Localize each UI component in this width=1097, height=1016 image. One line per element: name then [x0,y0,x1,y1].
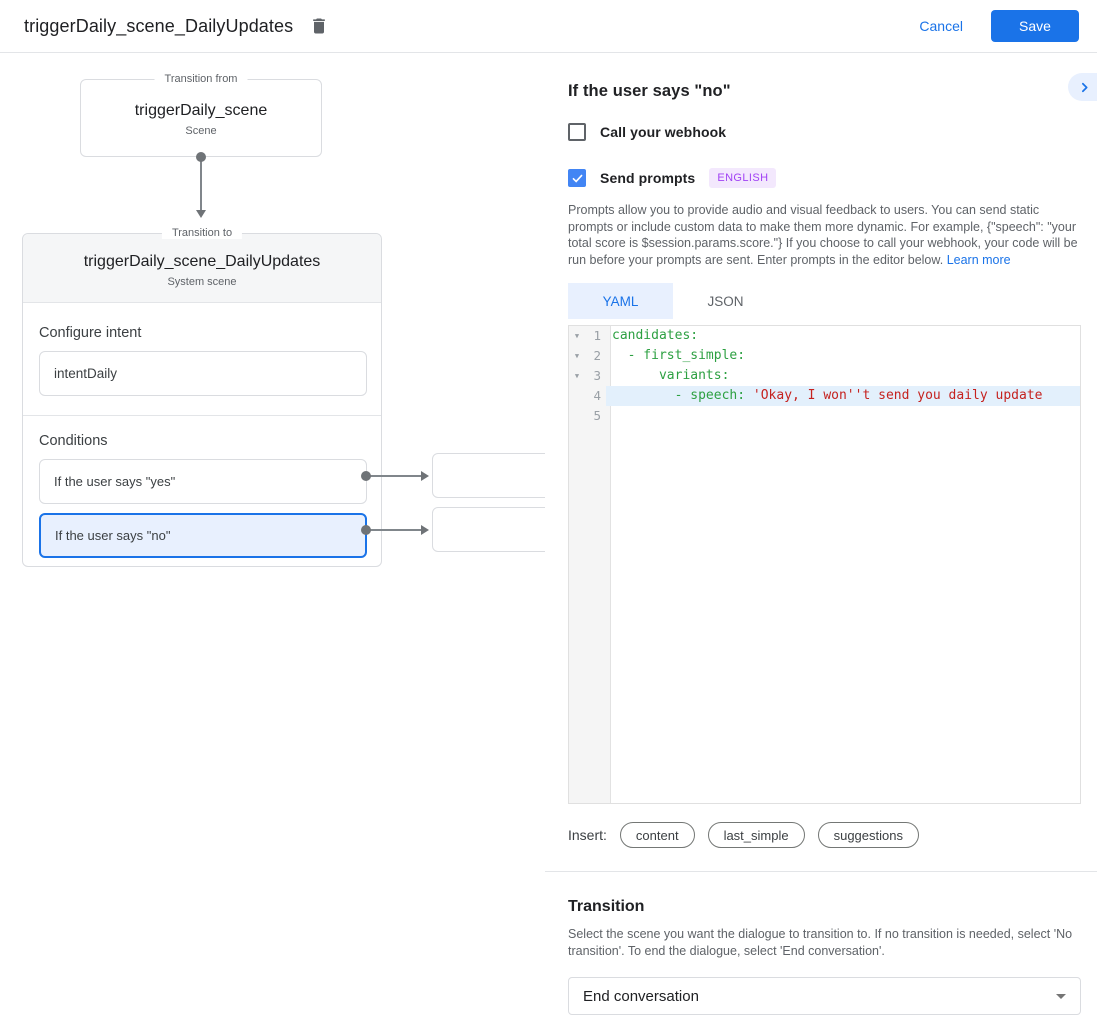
condition-heading: If the user says "no" [568,82,731,100]
configure-intent-section: Configure intent intentDaily [23,303,381,396]
line-content: candidates: [606,326,1080,346]
save-button[interactable]: Save [991,10,1079,42]
language-badge: ENGLISH [709,168,777,188]
tab-yaml[interactable]: YAML [568,283,673,319]
insert-chip-last_simple[interactable]: last_simple [707,822,805,848]
line-number: 1 [593,328,601,343]
editor-line[interactable]: 4 - speech: 'Okay, I won''t send you dai… [569,386,1080,406]
transition-to-legend: Transition to [161,227,243,239]
send-prompts-row: Send prompts ENGLISH [568,168,1097,188]
line-number: 5 [593,408,601,423]
transition-heading: Transition [568,898,645,915]
insert-chips: content last_simple suggestions [607,822,919,848]
fold-gutter [569,386,585,406]
prompts-description-text: Prompts allow you to provide audio and v… [568,203,1078,267]
insert-chip-content[interactable]: content [619,822,695,848]
to-scene-type: System scene [167,276,237,288]
learn-more-link[interactable]: Learn more [946,252,1011,267]
editor-line[interactable]: ▼ 2 - first_simple: [569,346,1080,366]
code-token-string: 'Okay, I won''t send you daily update [752,388,1043,403]
condition-item[interactable]: If the user says "yes" [39,459,367,504]
line-content [606,406,1080,426]
line-content: - first_simple: [606,346,1080,366]
from-scene-type: Scene [185,125,217,137]
condition-no-line [366,529,424,531]
code-token-key: - speech: [612,388,753,403]
tab-json[interactable]: JSON [707,293,744,309]
transition-from-node[interactable]: Transition from triggerDaily_scene Scene [80,73,322,157]
editor-line[interactable]: ▼ 1 candidates: [569,326,1080,346]
intent-field[interactable]: intentDaily [39,351,367,396]
call-webhook-checkbox[interactable] [568,123,586,141]
cancel-button[interactable]: Cancel [919,18,963,34]
header-bar: triggerDaily_scene_DailyUpdates Cancel S… [0,0,1097,53]
transition-select[interactable]: End conversation [568,977,1081,1015]
editor-lines: ▼ 1 candidates: ▼ 2 - first_simple: ▼ 3 varian… [569,326,1080,426]
transition-select-value: End conversation [583,987,699,1005]
to-scene-header: triggerDaily_scene_DailyUpdates System s… [23,234,381,303]
condition-no-target-node[interactable] [432,507,545,552]
transition-divider [545,871,1097,872]
conditions-section: Conditions If the user says "yes"If the … [23,416,381,558]
fold-arrow-icon[interactable]: ▼ [574,352,580,360]
insert-row: Insert: content last_simple suggestions [568,822,1097,848]
transition-description: Select the scene you want the dialogue t… [568,927,1073,958]
delete-scene-button[interactable] [309,15,329,37]
collapse-panel-button[interactable] [1068,73,1097,101]
insert-chip-suggestions[interactable]: suggestions [817,822,919,848]
line-content: - speech: 'Okay, I won''t send you daily… [606,386,1080,406]
arrowhead-right-icon [421,525,429,535]
line-number: 3 [593,368,601,383]
send-prompts-label: Send prompts [600,170,696,186]
webhook-row: Call your webhook [568,123,1097,141]
code-token-key: candidates: [612,328,699,343]
from-scene-name: triggerDaily_scene [134,102,268,119]
arrowhead-right-icon [421,471,429,481]
condition-yes-dot [361,471,371,481]
prompt-code-editor[interactable]: ▼ 1 candidates: ▼ 2 - first_simple: ▼ 3 varian… [568,325,1081,804]
condition-yes-target-node[interactable] [432,453,545,498]
configure-intent-label: Configure intent [39,325,142,341]
condition-item[interactable]: If the user says "no" [39,513,367,558]
condition-yes-line [366,475,424,477]
condition-detail-panel: If the user says "no" Call your webhook … [545,53,1097,1016]
section-divider [23,415,381,416]
connector-line-vertical [200,157,202,210]
check-icon [572,174,582,183]
page-title: triggerDaily_scene_DailyUpdates [24,15,294,36]
fold-arrow-icon[interactable]: ▼ [574,332,580,340]
prompts-description: Prompts allow you to provide audio and v… [568,202,1084,268]
dropdown-caret-icon [1056,993,1066,999]
line-content: variants: [606,366,1080,386]
format-tabs: YAML JSON [568,283,1097,319]
editor-line[interactable]: ▼ 3 variants: [569,366,1080,386]
transition-to-node[interactable]: Transition to triggerDaily_scene_DailyUp… [22,227,382,567]
line-number: 2 [593,348,601,363]
code-token-key: - first_simple: [612,348,746,363]
trash-icon [313,18,326,34]
conditions-list: If the user says "yes" If the user says "… [39,459,367,558]
call-webhook-label: Call your webhook [600,124,727,140]
insert-label: Insert: [568,827,607,843]
scene-diagram-canvas: Transition from triggerDaily_scene Scene… [0,53,545,1016]
conditions-label: Conditions [39,433,108,449]
code-token-key: variants: [612,368,730,383]
chevron-right-icon [1082,82,1088,92]
condition-no-dot [361,525,371,535]
to-scene-name: triggerDaily_scene_DailyUpdates [83,253,321,270]
editor-line[interactable]: 5 [569,406,1080,426]
connector-dot [196,152,206,162]
transition-from-legend: Transition from [154,73,248,85]
send-prompts-checkbox[interactable] [568,169,586,187]
fold-arrow-icon[interactable]: ▼ [574,372,580,380]
fold-gutter [569,406,585,426]
arrowhead-down-icon [196,210,206,218]
line-number: 4 [593,388,601,403]
editor-gutter [569,326,611,803]
